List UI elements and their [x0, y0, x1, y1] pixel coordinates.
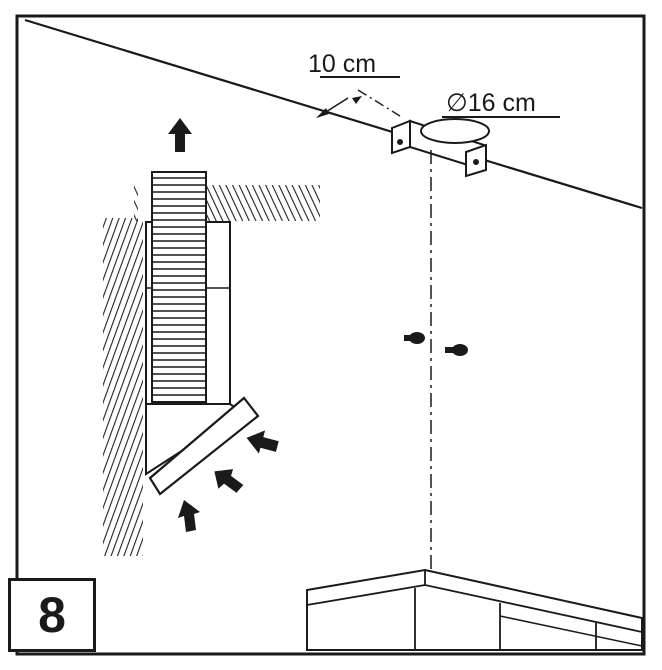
airflow-arrows: [168, 118, 279, 532]
step-number-box: 8: [8, 578, 96, 652]
step-number: 8: [38, 587, 66, 643]
distance-label: 10 cm: [308, 50, 376, 78]
distance-measurement: 10 cm: [308, 50, 401, 118]
ceiling-bracket: [391, 118, 490, 178]
wall-hatch: [103, 218, 143, 556]
duct-ribs: [152, 177, 206, 396]
screw-left: [404, 332, 425, 344]
wall-cabinet: [306, 568, 643, 651]
outer-frame: [15, 14, 646, 656]
hood-side-view: [145, 171, 260, 496]
ceiling-line: [24, 18, 643, 210]
diameter-label: ∅16 cm: [446, 89, 536, 117]
screw-right: [445, 344, 468, 356]
